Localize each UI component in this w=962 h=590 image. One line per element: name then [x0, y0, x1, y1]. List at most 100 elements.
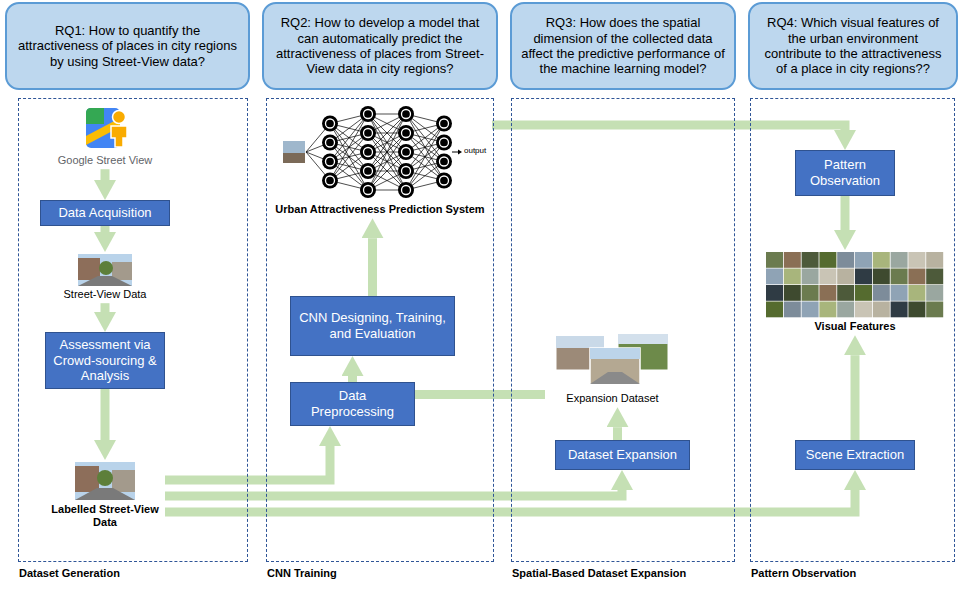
feature-tile — [837, 302, 854, 318]
photo-road — [75, 488, 135, 500]
photo-road — [78, 276, 132, 286]
flow-arrow — [841, 196, 850, 230]
feature-tile — [908, 252, 925, 268]
output-head — [458, 150, 462, 155]
neuron-ring — [364, 167, 373, 176]
node-text: Dataset Expansion — [568, 447, 677, 463]
node-text: RQ2: How to develop a model that can aut… — [273, 15, 487, 76]
feature-tile — [784, 285, 801, 301]
input-photo-ground — [283, 153, 305, 163]
stage-panel: Pattern ObservationPattern ObservationVi… — [750, 98, 955, 562]
feature-tile — [819, 269, 836, 285]
feature-tile — [837, 269, 854, 285]
stage-panel: Spatial-Based Dataset ExpansionExpansion… — [511, 98, 735, 562]
neuron — [360, 182, 376, 198]
neuron-ring — [440, 138, 449, 147]
feature-tile — [819, 302, 836, 318]
feature-tile — [891, 269, 908, 285]
neuron-ring — [402, 148, 411, 157]
neuron — [360, 125, 376, 141]
neuron — [360, 106, 376, 122]
neuron-ring — [326, 157, 335, 166]
map-park — [86, 108, 104, 124]
node-text: Scene Extraction — [806, 447, 904, 463]
research-question-box: RQ3: How does the spatial dimension of t… — [510, 2, 736, 90]
neuron-ring — [326, 138, 335, 147]
photo-building — [112, 262, 132, 280]
feature-tile — [873, 302, 890, 318]
photo — [590, 348, 640, 384]
node-text: Assessment via Crowd-sourcing & Analysis — [52, 337, 158, 384]
feature-tile — [784, 252, 801, 268]
network-link — [368, 133, 406, 190]
flow-arrow — [415, 390, 545, 399]
research-question-box: RQ4: Which visual features of the urban … — [748, 2, 958, 90]
process-box: Dataset Expansion — [555, 440, 690, 470]
neuron — [322, 154, 338, 170]
feature-tile — [891, 285, 908, 301]
feature-tile — [873, 252, 890, 268]
node-text: CNN Designing, Training, and Evaluation — [297, 310, 448, 341]
node-text: RQ3: How does the spatial dimension of t… — [521, 15, 725, 76]
feature-tile — [926, 285, 943, 301]
neuron-ring — [364, 186, 373, 195]
neuron-ring — [364, 110, 373, 119]
feature-tile — [855, 269, 872, 285]
neuron-ring — [326, 176, 335, 185]
output-line — [452, 152, 459, 153]
feature-tile — [855, 302, 872, 318]
node-text: Expansion Dataset — [545, 392, 680, 405]
neuron — [398, 182, 414, 198]
neuron — [360, 163, 376, 179]
neuron — [436, 135, 452, 151]
node-text: Visual Features — [760, 320, 950, 333]
feature-tile — [908, 269, 925, 285]
feature-tile — [784, 302, 801, 318]
street-view-logo — [86, 108, 127, 148]
flow-arrow — [101, 226, 110, 232]
process-box: Pattern Observation — [795, 150, 895, 196]
feature-tile — [926, 252, 943, 268]
flow-arrow — [165, 490, 855, 512]
network-link — [368, 114, 406, 171]
process-box: Scene Extraction — [795, 440, 915, 470]
feature-tile — [891, 302, 908, 318]
feature-tile — [784, 269, 801, 285]
research-question-box: RQ2: How to develop a model that can aut… — [262, 2, 498, 90]
node-text: Pattern Observation — [802, 157, 888, 188]
flow-arrow — [101, 303, 110, 312]
output-label: output — [464, 147, 486, 155]
stage-panel: Dataset GenerationGoogle Street ViewData… — [18, 98, 248, 562]
feature-tile — [837, 285, 854, 301]
flow-arrow — [101, 389, 110, 440]
feature-tile — [766, 285, 783, 301]
photo-sky — [75, 462, 135, 500]
feature-tile — [926, 302, 943, 318]
neuron-ring — [364, 148, 373, 157]
neuron-ring — [402, 110, 411, 119]
image-node: Visual Features — [760, 250, 950, 335]
image-node: Google Street View — [45, 104, 165, 169]
neural-network — [283, 106, 462, 198]
research-question-box: RQ1: How to quantify the attractiveness … — [5, 2, 250, 90]
flow-arrow — [492, 125, 845, 130]
photo-building — [75, 466, 99, 492]
flow-arrow — [101, 169, 110, 180]
flow-arrow — [165, 490, 622, 496]
pegman-head — [113, 111, 126, 124]
image-node: Expansion Dataset — [545, 330, 680, 407]
photo-road — [590, 372, 640, 384]
neuron-ring — [364, 129, 373, 138]
neuron-ring — [402, 186, 411, 195]
pegman-body — [111, 126, 127, 147]
neuron-ring — [440, 176, 449, 185]
neuron — [322, 173, 338, 189]
photo-sky — [78, 254, 132, 286]
node-text: RQ1: How to quantify the attractiveness … — [16, 23, 239, 69]
feature-tile — [802, 302, 819, 318]
feature-tile — [891, 252, 908, 268]
image-node: Urban Attractiveness Prediction System — [268, 104, 492, 218]
flow-arrow — [368, 238, 377, 296]
neuron — [398, 163, 414, 179]
